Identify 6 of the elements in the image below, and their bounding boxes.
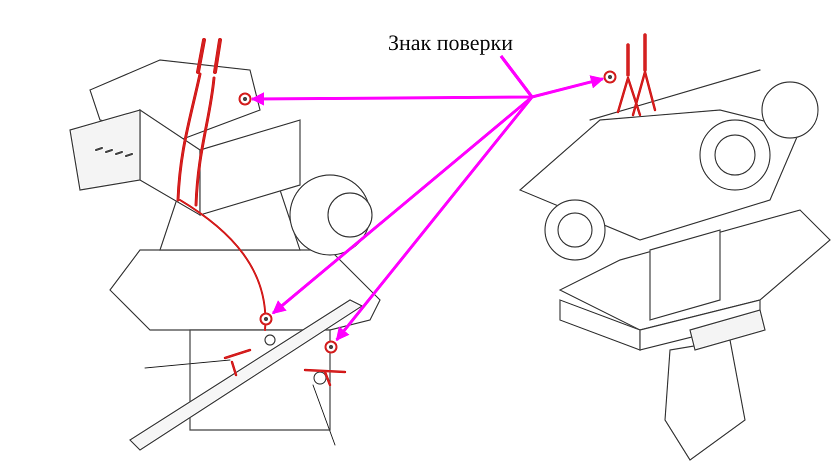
seal-icon <box>259 312 273 326</box>
seal-icon <box>238 92 252 106</box>
seal-icon <box>324 340 338 354</box>
leader-arrow <box>500 55 604 98</box>
annotation-label: Знак поверки <box>388 30 514 56</box>
seal-icon <box>603 70 617 84</box>
